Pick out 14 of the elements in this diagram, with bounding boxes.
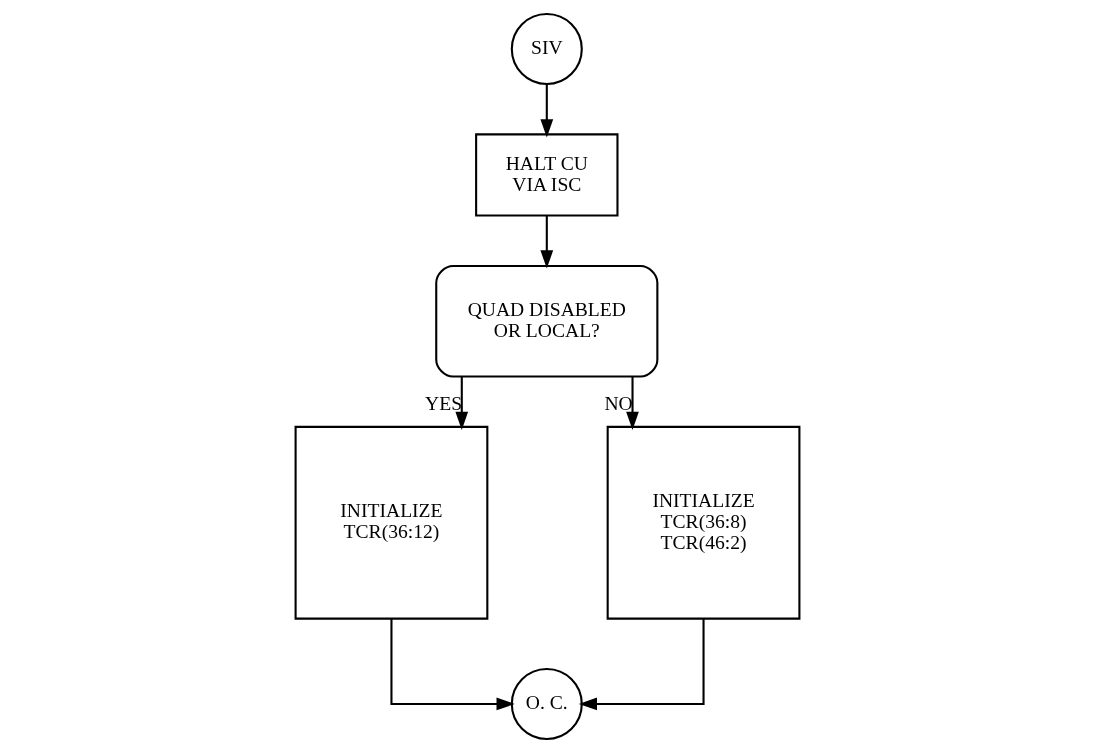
edge-label: YES bbox=[424, 393, 462, 415]
node-circle: SIV bbox=[510, 13, 583, 86]
arrow bbox=[625, 376, 639, 430]
node-box: INITIALIZE TCR(36:8) TCR(46:2) bbox=[606, 425, 800, 620]
arrow bbox=[539, 84, 553, 138]
node-box: HALT CU VIA ISC bbox=[474, 133, 618, 217]
node-box: QUAD DISABLED OR LOCAL? bbox=[434, 264, 658, 378]
node-circle: O. C. bbox=[510, 667, 583, 740]
arrow bbox=[578, 618, 705, 711]
arrow bbox=[389, 618, 515, 711]
arrow bbox=[539, 215, 553, 269]
edge-label: NO bbox=[603, 393, 633, 415]
arrow bbox=[454, 376, 468, 430]
node-box: INITIALIZE TCR(36:12) bbox=[294, 425, 488, 620]
